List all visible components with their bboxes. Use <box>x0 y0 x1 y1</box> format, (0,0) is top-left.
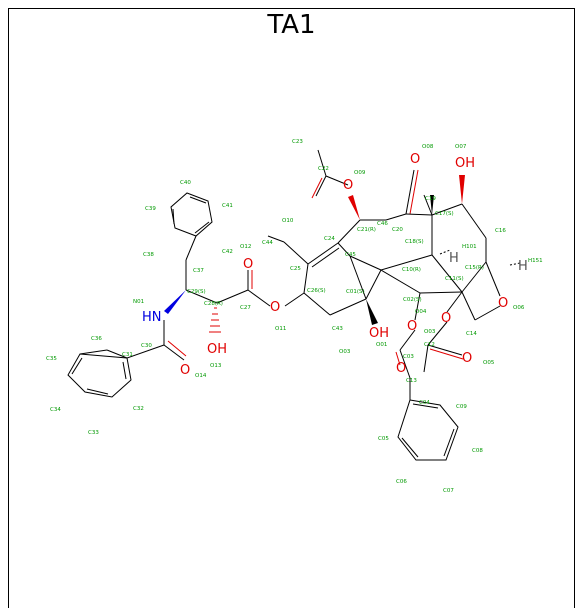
atom-label: O01 <box>376 342 387 348</box>
diagram-title: TA1 <box>267 10 316 40</box>
atom-label: C09 <box>456 404 467 410</box>
atom-label: C24 <box>324 236 335 242</box>
atom-label: C34 <box>50 407 61 413</box>
atom-label: C17(S) <box>435 211 454 217</box>
diagram-frame <box>8 8 575 608</box>
atom-o05: O <box>462 351 472 366</box>
atom-h101: H <box>449 251 459 266</box>
atom-label: C15(R) <box>465 265 484 271</box>
atom-label: C14 <box>466 331 477 337</box>
atom-label: C10(R) <box>402 267 421 273</box>
atom-label: C28(R) <box>204 301 223 307</box>
atom-label: C19 <box>425 196 436 202</box>
molecule-diagram: O OH O O O OH O HN OH O O O O O H H O08 … <box>46 139 543 494</box>
atom-label: C23 <box>292 139 303 145</box>
atom-label: C08 <box>472 448 483 454</box>
atom-label: C05 <box>378 436 389 442</box>
atom-label: C39 <box>145 206 156 212</box>
atom-label: C41 <box>222 203 233 209</box>
atom-label: O14 <box>195 373 207 379</box>
atom-label: C40 <box>180 180 191 186</box>
atom-o06: O <box>498 296 508 311</box>
atom-label: C18(S) <box>405 239 424 245</box>
atom-h151: H <box>518 259 528 274</box>
atom-label: O04 <box>415 309 427 315</box>
bonds <box>67 149 521 461</box>
atom-oh01: OH <box>369 326 389 341</box>
atom-o08: O <box>410 152 420 167</box>
atom-label: C27 <box>240 305 251 311</box>
atom-label: C06 <box>396 479 407 485</box>
atom-label: H151 <box>528 258 543 264</box>
atom-label: C29(S) <box>187 289 206 295</box>
atom-label: C22 <box>318 166 329 172</box>
atom-o11: O <box>270 300 280 315</box>
atom-oh07: OH <box>455 156 475 171</box>
atom-o03: O <box>396 361 406 376</box>
atom-label: O10 <box>282 218 294 224</box>
atom-o09: O <box>343 178 353 193</box>
atom-label: C46 <box>377 221 388 227</box>
atom-label: C25 <box>290 266 301 272</box>
atom-o04: O <box>441 311 451 326</box>
atom-label: O08 <box>422 144 434 150</box>
atom-label: C44 <box>262 240 273 246</box>
atom-label: C16 <box>495 228 506 234</box>
atom-label: O03 <box>339 349 351 355</box>
atom-label: C01(S) <box>346 289 365 295</box>
atom-label: C20 <box>392 227 403 233</box>
atom-label: C21(R) <box>357 227 376 233</box>
atom-label: C37 <box>193 268 204 274</box>
atom-label: O13 <box>210 363 222 369</box>
atom-o14: O <box>180 363 190 378</box>
atom-label: C43 <box>332 326 343 332</box>
atom-label: C38 <box>143 252 154 258</box>
atom-label: C30 <box>141 343 152 349</box>
atom-label: C26(S) <box>307 288 326 294</box>
atom-label: C03 <box>403 354 414 360</box>
atom-label: O05 <box>483 360 495 366</box>
atom-label: C31 <box>122 352 133 358</box>
atom-label: C02(S) <box>403 297 422 303</box>
atom-label: C12 <box>424 342 435 348</box>
atom-hn: HN <box>142 310 162 325</box>
atom-label: O11 <box>275 326 286 332</box>
atom-label: C42 <box>222 249 233 255</box>
atom-label: O03 <box>424 329 436 335</box>
atoms: O OH O O O OH O HN OH O O O O O H H <box>142 152 528 378</box>
atom-label: C04 <box>419 400 430 406</box>
atom-label: C45 <box>345 252 356 258</box>
atom-label: N01 <box>133 299 144 305</box>
atom-labels: O08 O07 C23 C22 O09 C19 C17(S) C40 C39 C… <box>46 139 543 494</box>
atom-label: O06 <box>513 305 525 311</box>
atom-label: C35 <box>46 356 57 362</box>
atom-label: O12 <box>240 244 251 250</box>
atom-o12: O <box>243 257 253 272</box>
atom-label: O07 <box>455 144 467 150</box>
atom-label: C11(S) <box>445 276 464 282</box>
atom-label: C33 <box>88 430 99 436</box>
atom-label: C13 <box>406 378 417 384</box>
atom-label: C07 <box>443 488 454 494</box>
atom-label: O09 <box>354 170 366 176</box>
atom-o02: O <box>407 319 417 334</box>
atom-label: C36 <box>91 336 102 342</box>
atom-label: H101 <box>462 244 477 250</box>
atom-oh13: OH <box>207 342 227 357</box>
atom-label: C32 <box>133 406 144 412</box>
